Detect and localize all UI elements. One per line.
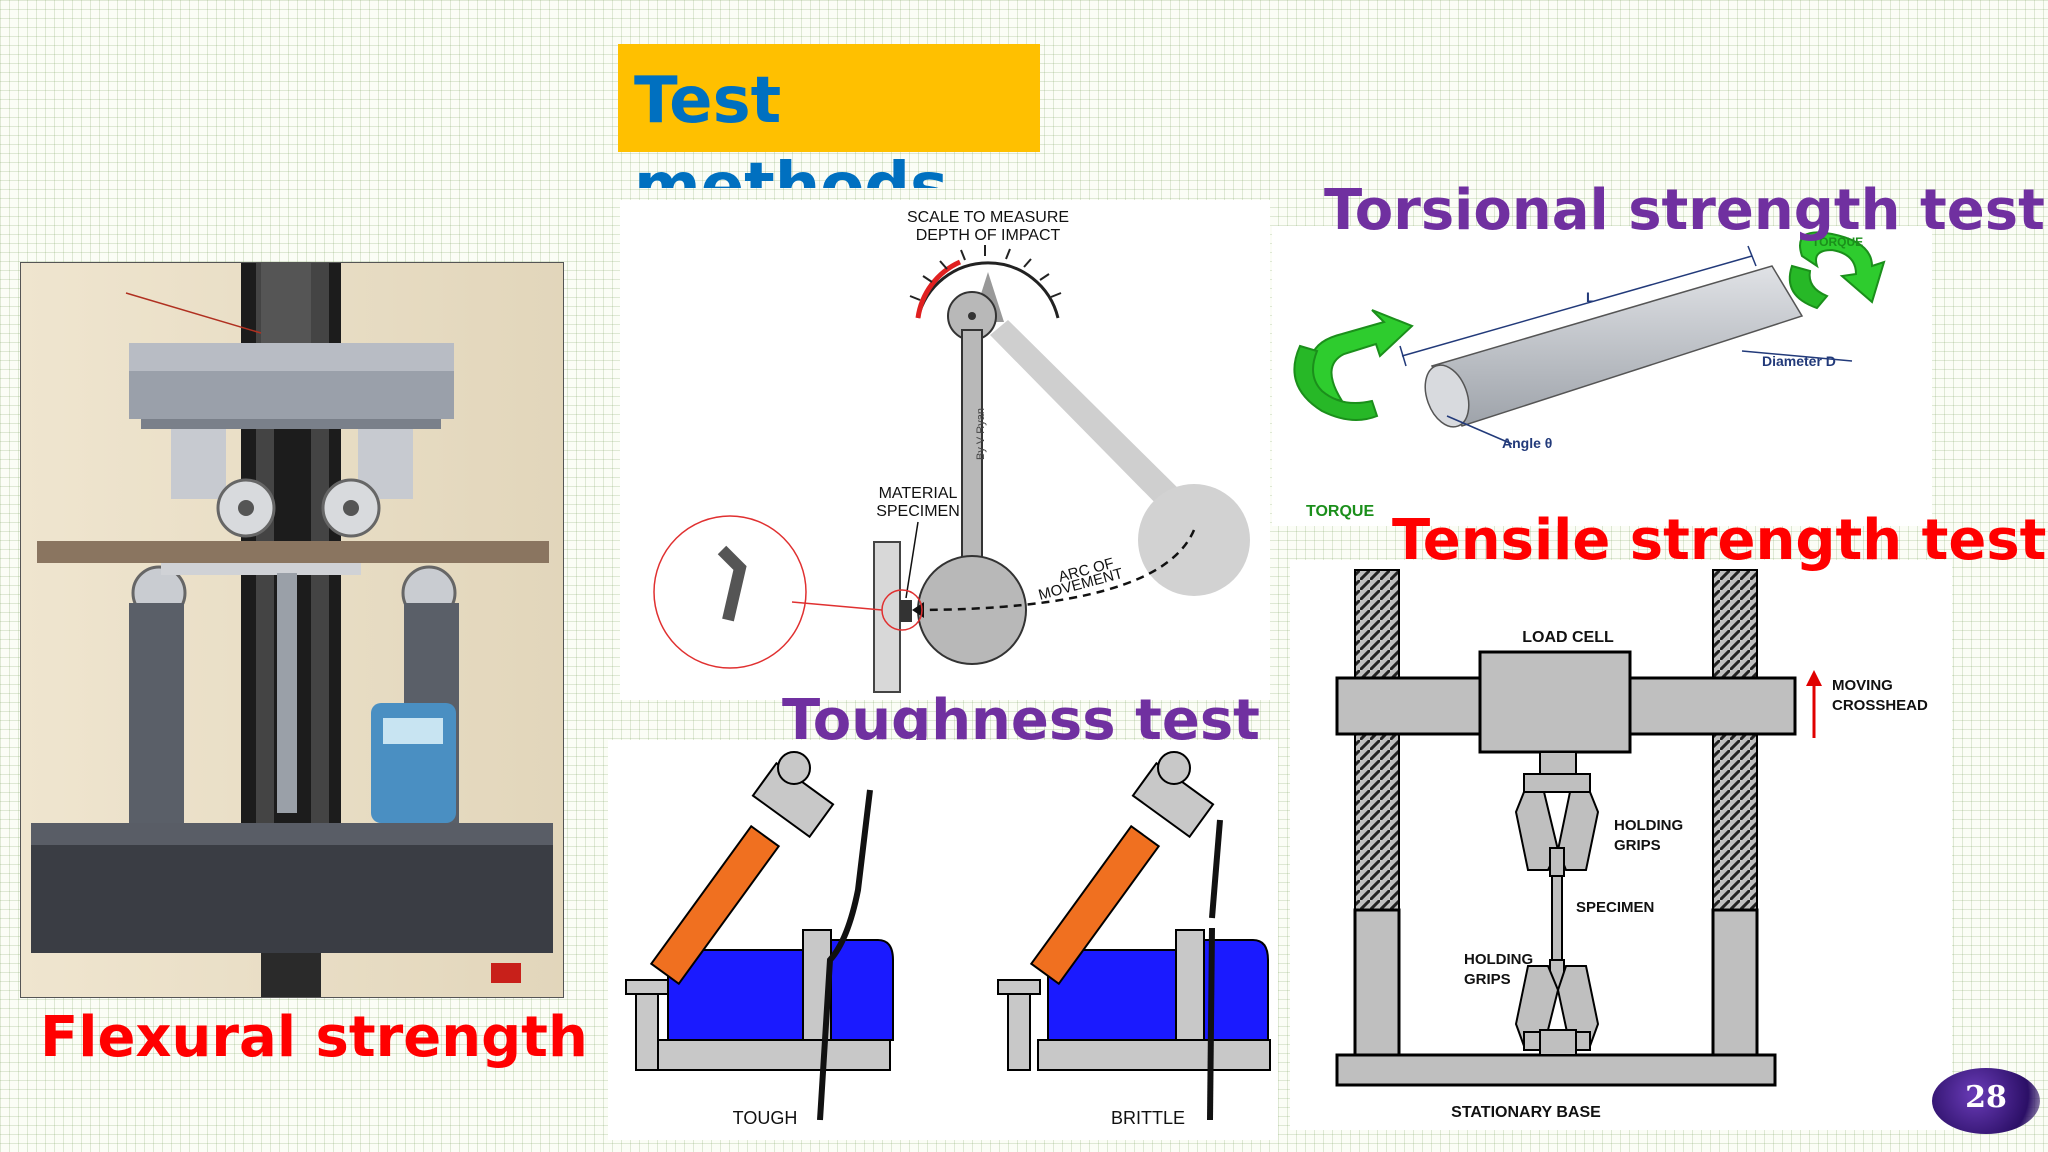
tough-vise-group: TOUGH [625,751,894,1128]
torsional-label: Torsional strength test [1324,178,2045,243]
diameter-label: Diameter D [1762,353,1836,369]
torsion-diagram: L Diameter D Angle θ TORQUE TORQUE [1272,226,1932,526]
tensile-diagram: STATIONARY BASE LOAD CELL MOVING CROSSHE… [1290,560,1952,1130]
scale-label-2: DEPTH OF IMPACT [916,227,1061,244]
flexural-machine-illustration [21,263,563,997]
torque-right-label: TORQUE [1812,235,1863,249]
torque-left-label: TORQUE [1306,503,1374,520]
slide-title-line1: Test [634,64,782,138]
grips-bottom-label-1: HOLDING [1464,951,1533,968]
brittle-vise-group: BRITTLE [997,751,1271,1128]
grips-top-label-2: GRIPS [1614,837,1661,854]
page-number-badge [1932,1068,2040,1134]
material-label-2: SPECIMEN [876,503,960,520]
tough-brittle-diagram: TOUGH BRITTLE [608,740,1278,1140]
scale-label-1: SCALE TO MEASURE [907,209,1069,226]
page-number: 28 [1965,1080,2007,1115]
vise-hammer-svg: TOUGH BRITTLE [625,751,1271,1128]
tough-label: TOUGH [733,1108,798,1128]
base-label: STATIONARY BASE [1451,1104,1601,1121]
brittle-label: BRITTLE [1111,1108,1185,1128]
scale-ticks [909,245,1062,301]
grips-top-label-1: HOLDING [1614,817,1683,834]
torsion-svg: L Diameter D Angle θ TORQUE TORQUE [1293,231,1886,520]
slide-title-line2: methods [634,150,949,188]
material-label-1: MATERIAL [879,485,958,502]
credit-label: By V Ryan [975,408,987,460]
length-label: L [1586,289,1595,305]
moving-label-1: MOVING [1832,677,1893,694]
tensile-svg: STATIONARY BASE LOAD CELL MOVING CROSSHE… [1335,569,1928,1121]
title-block [618,44,1040,152]
slide-title: Test methods [634,58,1074,188]
load-cell-label: LOAD CELL [1522,629,1614,646]
specimen-label: SPECIMEN [1576,899,1654,916]
grips-bottom-label-2: GRIPS [1464,971,1511,988]
impact-pendulum-diagram: SCALE TO MEASURE DEPTH OF IMPACT By V Ry… [620,200,1270,700]
pendulum-svg: SCALE TO MEASURE DEPTH OF IMPACT By V Ry… [653,209,1250,693]
flexural-test-photo [20,262,564,998]
angle-label: Angle θ [1502,435,1552,451]
moving-label-2: CROSSHEAD [1832,697,1928,714]
tensile-label: Tensile strength test [1392,508,2047,573]
